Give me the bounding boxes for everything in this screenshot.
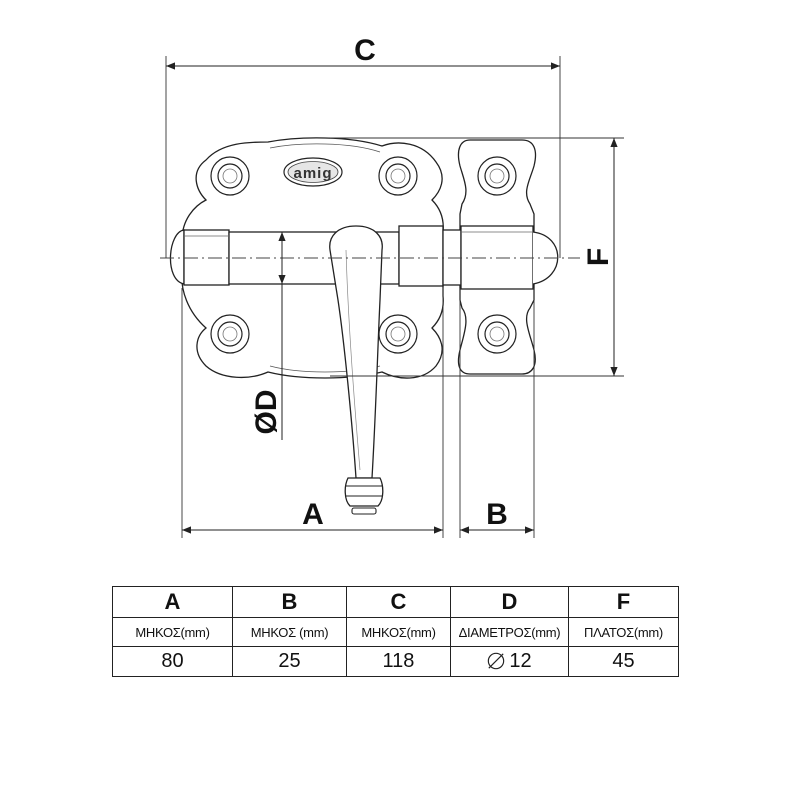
screw-hole <box>210 314 250 354</box>
technical-drawing: amig C F <box>160 34 624 538</box>
table-unit-cell: ΜΗΚΟΣ (mm) <box>232 617 347 647</box>
diameter-value: 12 <box>509 650 532 672</box>
dimension-label-c: C <box>354 34 376 67</box>
table-unit-cell: ΜΗΚΟΣ(mm) <box>346 617 451 647</box>
table-header-row: A B C D F <box>112 586 679 618</box>
bolt-handle <box>329 225 383 479</box>
table-header-cell: A <box>112 586 233 618</box>
table-value-cell: 45 <box>568 646 679 677</box>
handle-knob <box>344 477 384 515</box>
table-value-cell-diameter: 12 <box>450 646 569 677</box>
dimension-label-f: F <box>582 248 615 266</box>
svg-text:amig: amig <box>293 165 332 182</box>
table-value-cell: 25 <box>232 646 347 677</box>
table-units-row: ΜΗΚΟΣ(mm) ΜΗΚΟΣ (mm) ΜΗΚΟΣ(mm) ΔΙΑΜΕΤΡΟΣ… <box>112 617 679 647</box>
table-unit-cell: ΔΙΑΜΕΤΡΟΣ(mm) <box>450 617 569 647</box>
table-header-cell: B <box>232 586 347 618</box>
screw-hole <box>378 156 418 196</box>
table-values-row: 80 25 118 12 45 <box>112 646 679 677</box>
table-unit-cell: ΜΗΚΟΣ(mm) <box>112 617 233 647</box>
table-value-cell: 118 <box>346 646 451 677</box>
brand-logo: amig <box>283 157 343 187</box>
table-header-cell: F <box>568 586 679 618</box>
specification-table: A B C D F ΜΗΚΟΣ(mm) ΜΗΚΟΣ (mm) ΜΗΚΟΣ(mm)… <box>112 586 679 677</box>
screw-hole <box>210 156 250 196</box>
dimension-label-b: B <box>486 498 508 531</box>
screw-hole <box>477 314 517 354</box>
table-header-cell: D <box>450 586 569 618</box>
table-unit-cell: ΠΛΑΤΟΣ(mm) <box>568 617 679 647</box>
dimension-label-a: A <box>302 498 324 531</box>
screw-hole <box>378 314 418 354</box>
handle-shading <box>345 249 361 471</box>
dimension-label-d: ØD <box>250 390 283 435</box>
table-header-cell: C <box>346 586 451 618</box>
table-value-cell: 80 <box>112 646 233 677</box>
diameter-symbol-icon <box>488 652 505 670</box>
screw-hole <box>477 156 517 196</box>
